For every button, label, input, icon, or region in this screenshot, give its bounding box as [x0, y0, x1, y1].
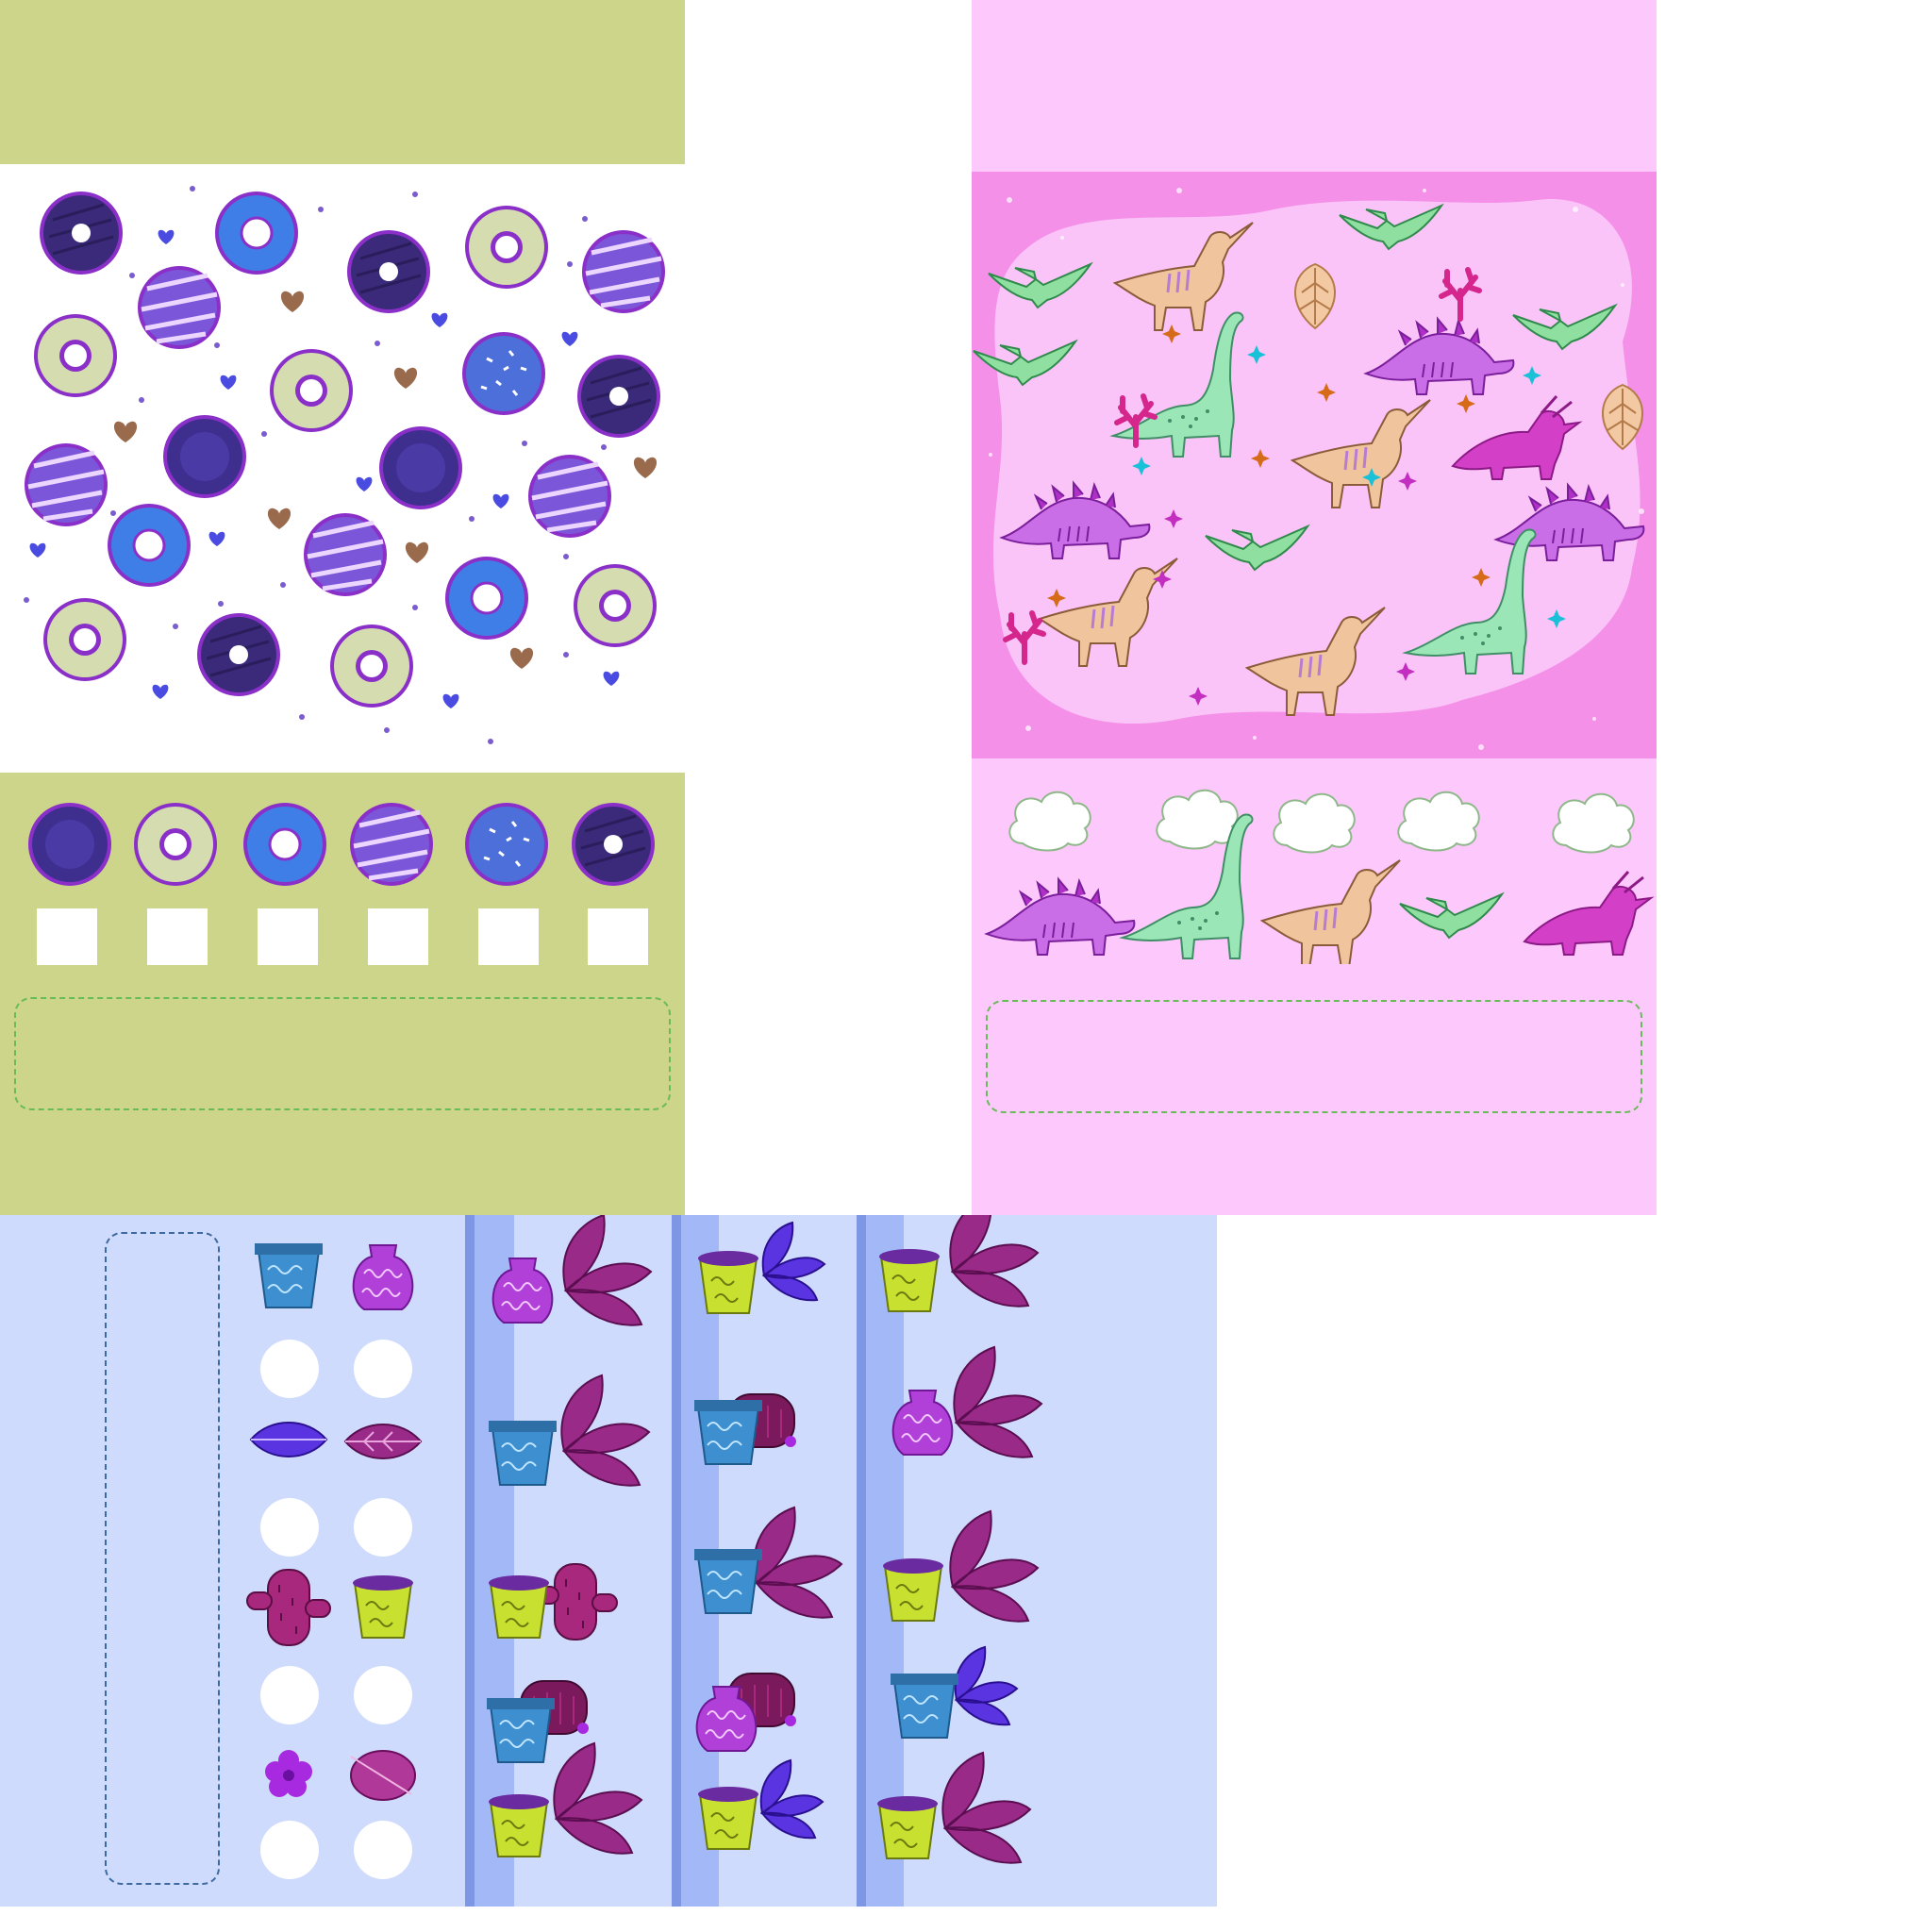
chocolate-heart-icon — [267, 508, 291, 529]
donut-cream-glaze-icon — [465, 206, 548, 289]
round-leaf-icon — [350, 1750, 416, 1801]
plant-legend-icons — [246, 1242, 422, 1801]
donut-name-write-area[interactable] — [14, 997, 671, 1110]
blue-pot-icon — [254, 1242, 324, 1308]
chocolate-heart-icon — [509, 647, 534, 669]
vase-plant-icon — [491, 1215, 652, 1326]
plant-answer-circle[interactable] — [354, 1340, 412, 1398]
blue-heart-icon — [220, 375, 237, 390]
donut-purple-striped-icon — [582, 230, 665, 313]
dino-card-top-band — [972, 0, 1657, 172]
dinosaur-scene-picture — [972, 172, 1657, 758]
pterodactyl-icon — [1399, 893, 1503, 939]
donut-answer-box[interactable] — [258, 908, 318, 965]
chocolate-heart-icon — [393, 367, 418, 389]
cactus-icon — [246, 1569, 331, 1646]
donut-dark-glaze-icon — [570, 801, 657, 888]
donut-dark-glaze-icon — [345, 228, 432, 315]
donut-answer-box[interactable] — [478, 908, 539, 965]
plant-answer-circle[interactable] — [260, 1498, 319, 1557]
triceratops-icon — [1523, 870, 1653, 957]
donut-answer-box[interactable] — [147, 908, 208, 965]
lime-pot-icon — [352, 1574, 414, 1639]
purple-vase-icon — [352, 1244, 414, 1310]
plant-answer-circle[interactable] — [260, 1666, 319, 1724]
donut-dark-glaze-icon — [38, 190, 125, 276]
blue-heart-icon — [492, 493, 509, 508]
donut-answer-panel — [0, 773, 685, 1215]
donut-cream-glaze-icon — [134, 803, 217, 886]
plant-answer-circle[interactable] — [354, 1498, 412, 1557]
donut-blue-sprinkles-icon — [460, 330, 547, 417]
donut-blue-sprinkles-icon — [463, 801, 550, 888]
donut-cream-glaze-icon — [330, 625, 413, 708]
vase-plant-icon — [891, 1346, 1042, 1458]
chocolate-heart-icon — [405, 541, 429, 563]
blue-heart-icon — [431, 312, 448, 327]
donut-purple-striped-icon — [138, 266, 221, 349]
plant-answer-circle[interactable] — [260, 1821, 319, 1879]
donut-blue-glaze-icon — [106, 502, 192, 589]
donut-counting-card — [0, 0, 685, 1215]
donut-blue-glaze-icon — [242, 801, 328, 888]
donut-blue-glaze-icon — [443, 555, 530, 641]
donut-dark-glaze-icon — [575, 353, 662, 440]
donut-purple-striped-icon — [528, 455, 611, 538]
donut-legend-row — [28, 801, 657, 895]
donut-card-top-band — [0, 0, 685, 164]
dinosaur-counting-card — [972, 0, 1657, 1215]
plant-answer-circle[interactable] — [354, 1666, 412, 1724]
donut-answer-box[interactable] — [368, 908, 428, 965]
blue-heart-icon — [152, 684, 169, 699]
donut-cream-glaze-icon — [43, 598, 126, 681]
chocolate-heart-icon — [633, 457, 658, 478]
chocolate-heart-icon — [113, 421, 138, 442]
blue-heart-icon — [442, 693, 459, 708]
donut-purple-striped-icon — [25, 443, 108, 526]
donut-answer-box[interactable] — [588, 908, 648, 965]
donut-filled-icon — [28, 803, 111, 886]
blue-heart-icon — [208, 531, 225, 546]
donut-filled-icon — [163, 415, 246, 498]
donut-answer-box[interactable] — [37, 908, 97, 965]
plant-shelves-picture — [465, 1215, 1042, 1907]
donut-cream-glaze-icon — [574, 564, 657, 647]
dino-answer-panel — [972, 758, 1657, 1215]
donut-scatter-picture — [0, 186, 685, 744]
potted-cactus-icon — [693, 1393, 797, 1465]
dino-name-write-area[interactable] — [986, 1000, 1642, 1113]
donut-blue-glaze-icon — [213, 190, 300, 276]
purple-leaf-icon — [344, 1424, 422, 1459]
potted-plant-icon — [890, 1646, 1018, 1739]
donut-purple-striped-icon — [304, 513, 387, 596]
plant-name-write-area[interactable] — [105, 1232, 220, 1885]
dino-legend-row — [986, 813, 1653, 964]
blue-heart-icon — [561, 331, 578, 346]
donut-cream-glaze-icon — [270, 349, 353, 432]
donut-cream-glaze-icon — [34, 314, 117, 397]
purple-flower-icon — [265, 1750, 312, 1797]
donut-purple-striped-icon — [350, 803, 433, 886]
plant-answer-circle[interactable] — [354, 1821, 412, 1879]
blue-heart-icon — [29, 542, 46, 558]
chocolate-heart-icon — [280, 291, 305, 312]
plant-answer-circle[interactable] — [260, 1340, 319, 1398]
parasaurolophus-icon — [1260, 858, 1402, 964]
stegosaurus-icon — [986, 878, 1136, 956]
donut-dark-glaze-icon — [195, 611, 282, 698]
donut-filled-icon — [379, 426, 462, 509]
blue-heart-icon — [356, 476, 373, 491]
blue-leaf-icon — [250, 1422, 327, 1457]
blue-heart-icon — [158, 229, 175, 244]
brachiosaurus-icon — [1122, 813, 1254, 959]
potted-plant-icon — [882, 1510, 1039, 1623]
plant-counting-card — [0, 1215, 1217, 1907]
blue-heart-icon — [603, 671, 620, 686]
